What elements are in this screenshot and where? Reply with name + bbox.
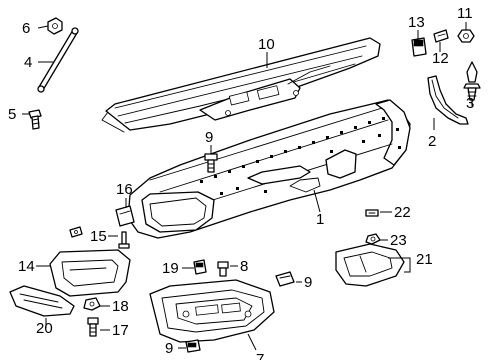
callout-1: 1 xyxy=(316,211,324,228)
bracket-part-19 xyxy=(193,259,207,275)
callout-4: 4 xyxy=(24,54,32,71)
bolt-part-5 xyxy=(28,109,42,130)
callout-9b: 9 xyxy=(304,274,312,291)
bracket-strap-part xyxy=(427,75,469,125)
bolt-part-8 xyxy=(217,261,229,277)
callout-11: 11 xyxy=(457,5,473,22)
callout-10: 10 xyxy=(258,36,275,53)
callout-3: 3 xyxy=(466,95,474,112)
callout-22: 22 xyxy=(394,204,411,221)
callout-14: 14 xyxy=(18,258,35,275)
callout-13: 13 xyxy=(408,14,425,31)
leader-lines xyxy=(22,22,473,351)
bolt-part-17 xyxy=(87,317,99,337)
callout-2: 2 xyxy=(428,133,436,150)
nut-part-6 xyxy=(47,17,63,35)
callout-15: 15 xyxy=(90,228,107,245)
callout-9a: 9 xyxy=(205,129,213,146)
callout-9c: 9 xyxy=(165,340,173,357)
support-rod-part xyxy=(37,27,79,93)
callout-5: 5 xyxy=(8,106,16,123)
callout-21: 21 xyxy=(416,251,433,268)
retainer-part xyxy=(411,37,427,57)
step-pad-bracket-part xyxy=(149,279,275,343)
step-tread-part xyxy=(9,285,75,317)
bolt-part-15b xyxy=(118,231,130,249)
callout-12: 12 xyxy=(432,50,449,67)
bolt-part-15 xyxy=(69,226,83,238)
push-clip-part xyxy=(463,61,481,101)
callout-18: 18 xyxy=(112,298,129,315)
clip-part-9b xyxy=(275,271,295,287)
callout-20: 20 xyxy=(36,320,53,337)
clip-part-12 xyxy=(433,29,449,43)
callout-17: 17 xyxy=(112,322,129,339)
step-pad-part xyxy=(101,37,381,133)
bumper-part xyxy=(127,99,411,239)
callout-8: 8 xyxy=(240,258,248,275)
step-housing-part xyxy=(49,249,131,297)
nut-part-23 xyxy=(365,233,381,245)
callout-19: 19 xyxy=(162,260,179,277)
callout-7: 7 xyxy=(256,351,264,360)
nut-part-18 xyxy=(83,297,101,311)
clip-part-9c xyxy=(185,339,201,353)
callout-6: 6 xyxy=(22,20,30,37)
bolt-part-22 xyxy=(365,209,379,217)
bolt-part-9a xyxy=(204,153,218,173)
callout-23: 23 xyxy=(390,232,407,249)
step-bracket-part xyxy=(335,243,405,287)
callout-16: 16 xyxy=(116,181,133,198)
bracket-part-16 xyxy=(115,205,135,227)
callout-labels: 1 2 3 4 5 6 7 8 9 9 9 10 11 12 13 14 15 … xyxy=(8,5,474,360)
nut-part xyxy=(457,29,475,43)
